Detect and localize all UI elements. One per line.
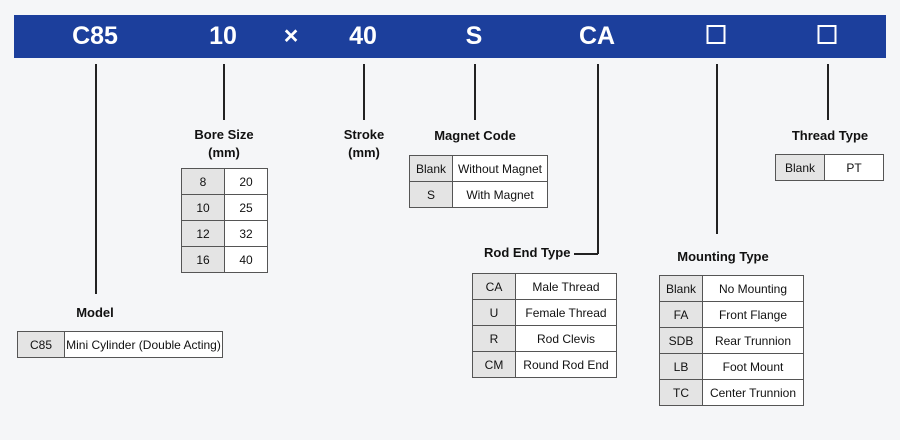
model-connector xyxy=(95,64,97,294)
rod-end-connector xyxy=(597,64,599,254)
rod-end-desc-cell: Female Thread xyxy=(515,299,617,326)
magnet-code-cell: Blank xyxy=(409,155,453,182)
code-stroke: 40 xyxy=(349,22,377,50)
mounting-code-cell: LB xyxy=(659,353,703,380)
model-title: Model xyxy=(76,305,114,320)
thread-type-table: Blank PT xyxy=(775,154,884,181)
thread-desc-cell: PT xyxy=(824,154,884,181)
thread-code-cell: Blank xyxy=(775,154,825,181)
stroke-title-text: Stroke xyxy=(343,127,385,142)
mounting-placeholder-box-icon xyxy=(706,25,726,44)
bore-size-title-text: Bore Size xyxy=(194,127,254,142)
thread-connector xyxy=(827,64,829,120)
rod-end-connector-tick xyxy=(574,253,598,255)
magnet-desc-cell: With Magnet xyxy=(452,181,548,208)
model-table: C85 Mini Cylinder (Double Acting) xyxy=(17,331,223,358)
stroke-title: Stroke (mm) xyxy=(344,126,384,162)
mounting-desc-cell: Front Flange xyxy=(702,301,804,328)
bore-cell: 8 xyxy=(181,168,225,195)
mounting-desc-cell: Rear Trunnion xyxy=(702,327,804,354)
bore-cell: 10 xyxy=(181,194,225,221)
mounting-desc-cell: No Mounting xyxy=(702,275,804,302)
thread-placeholder-box-icon xyxy=(817,25,837,44)
rod-end-type-title: Rod End Type xyxy=(484,245,571,260)
thread-type-title: Thread Type xyxy=(791,128,869,143)
model-code-cell: C85 xyxy=(17,331,65,358)
mounting-desc-cell: Foot Mount xyxy=(702,353,804,380)
magnet-code-title: Magnet Code xyxy=(434,128,516,143)
bore-connector xyxy=(223,64,225,120)
magnet-code-cell: S xyxy=(409,181,453,208)
table-row: S With Magnet xyxy=(409,181,548,208)
stroke-connector xyxy=(363,64,365,120)
mounting-code-cell: SDB xyxy=(659,327,703,354)
code-bore: 10 xyxy=(209,22,237,50)
bore-cell: 25 xyxy=(224,194,268,221)
model-code-banner xyxy=(14,15,886,58)
bore-cell: 20 xyxy=(224,168,268,195)
bore-cell: 40 xyxy=(224,246,268,273)
code-magnet: S xyxy=(465,22,483,50)
model-desc-cell: Mini Cylinder (Double Acting) xyxy=(64,331,223,358)
magnet-connector xyxy=(474,64,476,120)
bore-size-unit: (mm) xyxy=(208,145,240,160)
mounting-code-cell: TC xyxy=(659,379,703,406)
magnet-code-table: Blank Without Magnet S With Magnet xyxy=(409,155,548,208)
table-row: C85 Mini Cylinder (Double Acting) xyxy=(17,331,223,358)
rod-end-code-cell: CA xyxy=(472,273,516,300)
code-times: × xyxy=(283,22,299,50)
code-model: C85 xyxy=(72,22,118,50)
code-rod-end: CA xyxy=(578,22,616,50)
rod-end-code-cell: R xyxy=(472,325,516,352)
rod-end-desc-cell: Male Thread xyxy=(515,273,617,300)
mounting-desc-cell: Center Trunnion xyxy=(702,379,804,406)
magnet-desc-cell: Without Magnet xyxy=(452,155,548,182)
table-row: Blank Without Magnet xyxy=(409,155,548,182)
rod-end-desc-cell: Round Rod End xyxy=(515,351,617,378)
table-row: Blank PT xyxy=(775,154,884,181)
bore-size-title: Bore Size (mm) xyxy=(194,126,253,162)
bore-cell: 32 xyxy=(224,220,268,247)
mounting-code-cell: Blank xyxy=(659,275,703,302)
mounting-code-cell: FA xyxy=(659,301,703,328)
bore-cell: 16 xyxy=(181,246,225,273)
bore-cell: 12 xyxy=(181,220,225,247)
rod-end-code-cell: U xyxy=(472,299,516,326)
rod-end-code-cell: CM xyxy=(472,351,516,378)
rod-end-desc-cell: Rod Clevis xyxy=(515,325,617,352)
mounting-type-title: Mounting Type xyxy=(677,249,769,264)
stroke-unit: (mm) xyxy=(348,145,380,160)
mounting-connector xyxy=(716,64,718,234)
